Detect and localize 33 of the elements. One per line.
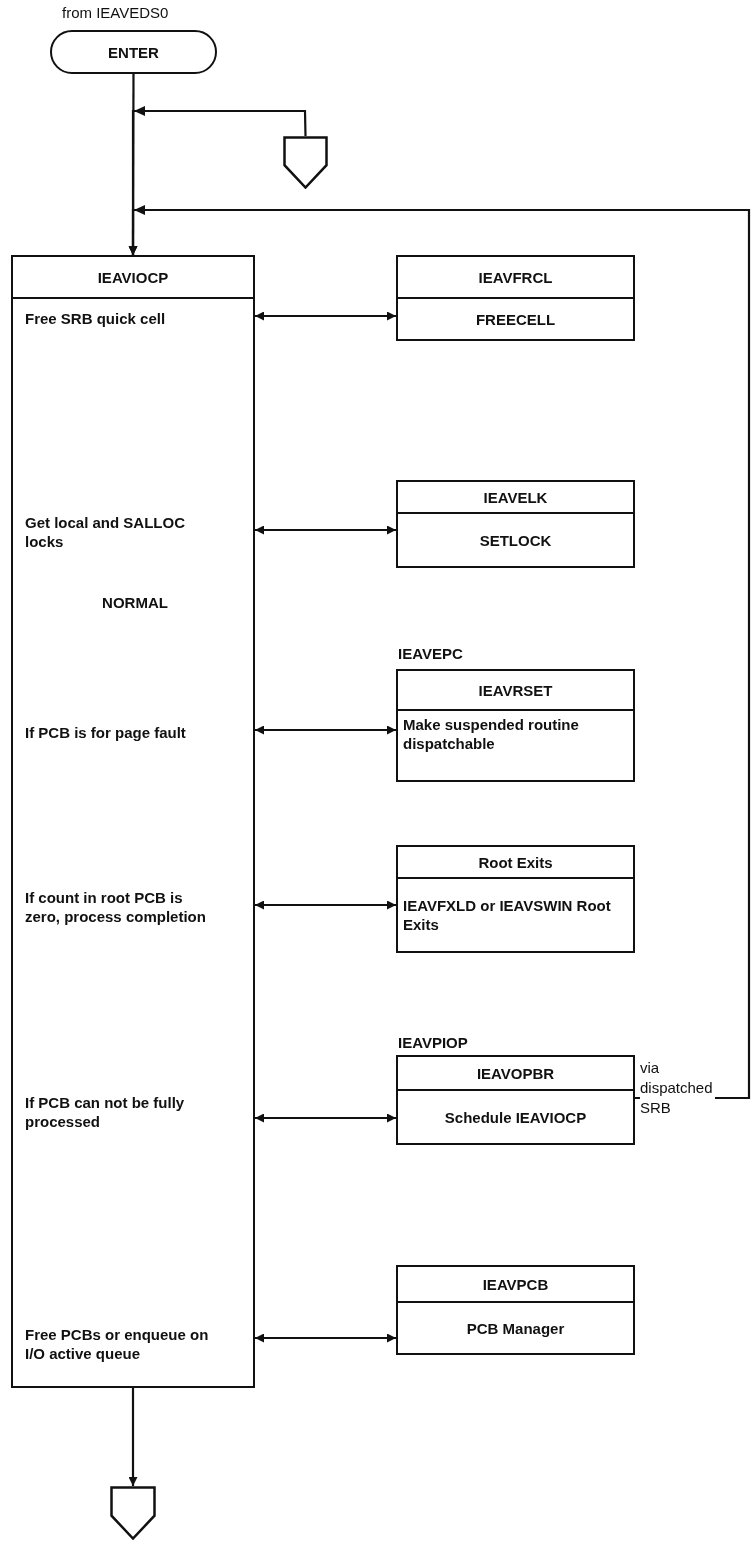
module-name-header: IEAVOPBR [398,1057,633,1091]
process-box [396,669,635,782]
process-box [396,255,635,341]
box-text: Schedule IEAVIOCP [443,1107,588,1128]
process-box [11,255,255,1388]
module-name-header: IEAVFRCL [398,257,633,299]
module-label: IEAVEPC [398,645,463,662]
step-text: If count in root PCB is zero, process completion [25,888,207,926]
module-label: from IEAVEDS0 [62,4,169,21]
box-text: IEAVFXLD or IEAVSWIN Root Exits [402,896,612,935]
step-text: Get local and SALLOC locks [25,513,187,551]
module-name-header: IEAVPCB [398,1267,633,1303]
offpage-connector-symbol [283,136,328,189]
step-text: NORMAL [101,592,169,612]
box-text: SETLOCK [478,530,553,551]
process-box [396,845,635,953]
module-name-header: IEAVRSET [398,671,633,711]
box-text: Make suspended routine dispatchable [402,715,580,754]
box-text: PCB Manager [465,1318,566,1339]
module-name-header: IEAVIOCP [13,257,253,299]
process-box [396,480,635,568]
process-box [396,1265,635,1355]
module-name-header: IEAVELK [398,482,633,514]
step-text: Free SRB quick cell [25,308,167,328]
step-text: If PCB can not be fully processed [25,1093,186,1131]
step-text: If PCB is for page fault [25,722,187,742]
box-text: FREECELL [474,309,557,330]
offpage-connector-symbol [110,1486,156,1540]
process-box [396,1055,635,1145]
step-text: Free PCBs or enqueue on I/O active queue [25,1325,210,1363]
module-name-header: Root Exits [398,847,633,879]
module-label: IEAVPIOP [398,1034,468,1051]
terminator: ENTER [50,30,217,74]
